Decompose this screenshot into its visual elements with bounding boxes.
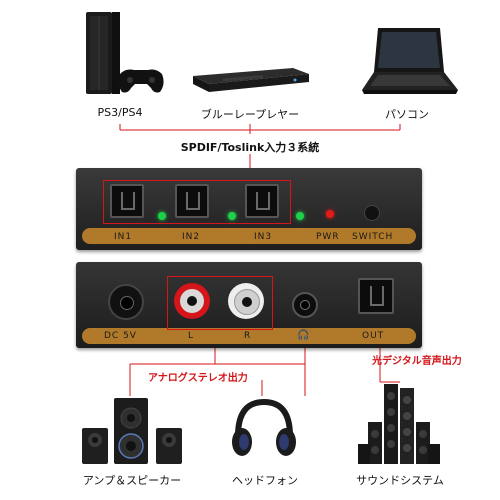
ps-label: PS3/PS4 [97, 106, 143, 119]
bluray-player-icon [193, 68, 309, 92]
toslink-port-out[interactable] [358, 278, 394, 314]
led-in2 [228, 212, 236, 220]
led-in1 [158, 212, 166, 220]
label-left: L [188, 331, 195, 341]
rca-highlight [167, 276, 273, 330]
toslink-port-in1[interactable] [110, 184, 144, 218]
label-in2: IN2 [182, 232, 201, 242]
led-pwr [326, 210, 334, 218]
toslink-port-in2[interactable] [175, 184, 209, 218]
front-panel-band [82, 228, 416, 244]
led-in3 [296, 212, 304, 220]
label-switch: SWITCH [352, 232, 394, 242]
speakers-icon [82, 398, 182, 464]
rca-left-port[interactable] [174, 283, 210, 319]
back-panel-band [82, 328, 416, 344]
sound-system-icon [358, 384, 440, 464]
label-in1: IN1 [114, 232, 133, 242]
input-caption: SPDIF/Toslink入力３系統 [180, 141, 320, 154]
label-in3: IN3 [254, 232, 273, 242]
label-pwr: PWR [316, 232, 340, 242]
headphones-icon [232, 398, 296, 456]
pc-label: パソコン [385, 108, 429, 121]
label-out: OUT [362, 331, 385, 341]
headphone-symbol: 🎧 [297, 330, 311, 341]
sound-system-label: サウンドシステム [356, 474, 444, 487]
game-console-icon [86, 12, 164, 94]
switch-button[interactable] [364, 205, 380, 221]
optical-output-caption: 光デジタル音声出力 [372, 356, 462, 367]
toslink-port-in3[interactable] [245, 184, 279, 218]
speakers-label: アンプ＆スピーカー [82, 474, 182, 487]
headphone-jack[interactable] [292, 292, 318, 318]
bluray-label: ブルーレープレヤー [200, 108, 300, 121]
laptop-icon [362, 28, 458, 94]
label-right: R [244, 331, 252, 341]
dc-jack[interactable] [108, 284, 144, 320]
inputs-highlight [103, 180, 291, 224]
label-dc: DC 5V [104, 331, 137, 341]
rca-right-port[interactable] [228, 283, 264, 319]
analog-output-caption: アナログステレオ出力 [148, 373, 248, 384]
headphones-label: ヘッドフォン [232, 474, 298, 487]
